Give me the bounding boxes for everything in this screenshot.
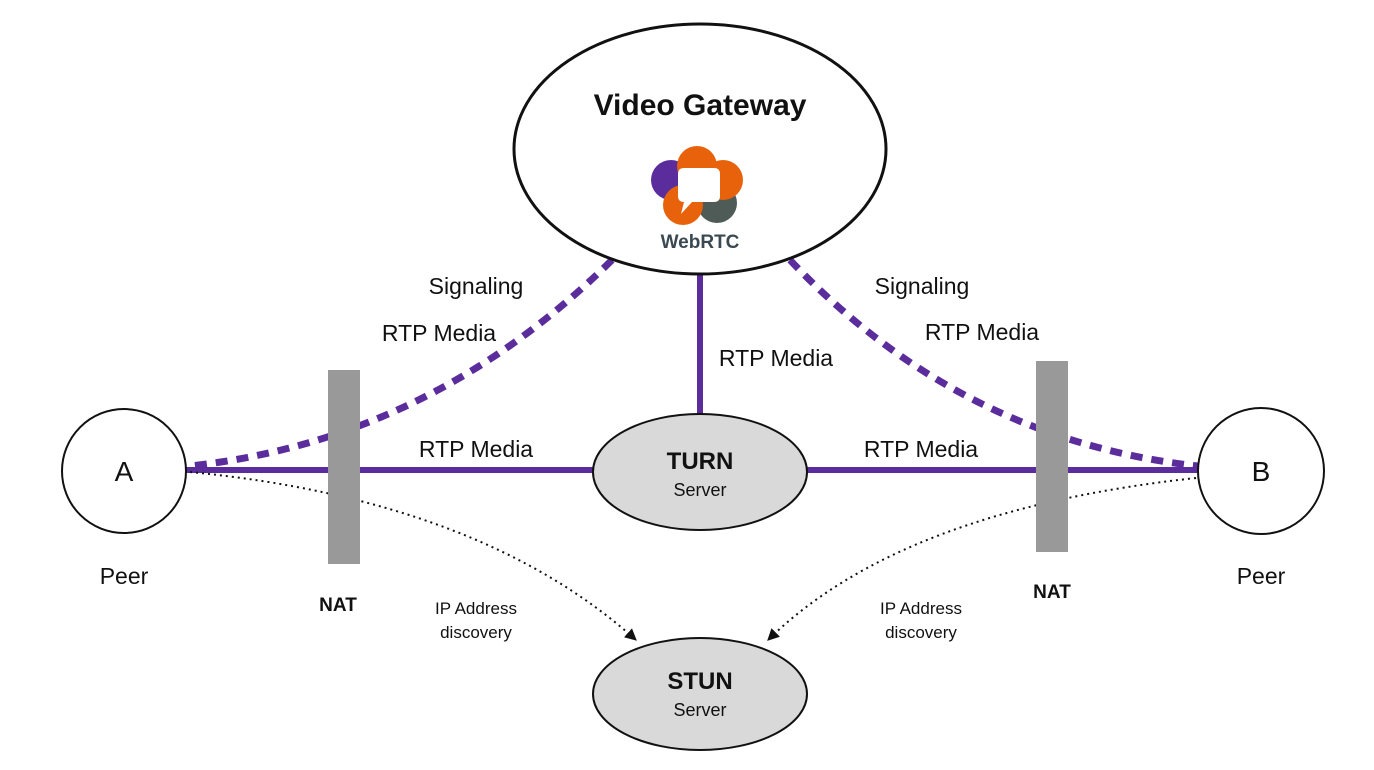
left-rtp-label: RTP Media [419, 436, 533, 462]
left-signaling-label: Signaling [429, 273, 524, 299]
peer-a-letter: A [115, 456, 134, 487]
turn-server-title: TURN [667, 448, 734, 475]
peer-b-node [1197, 407, 1325, 535]
signaling-link-right [787, 257, 1199, 470]
right-discovery-label-line2: discovery [885, 623, 957, 642]
peer-a-node [61, 408, 187, 534]
chat-bubble-icon [678, 168, 720, 214]
nat-right-bar [1036, 361, 1068, 552]
right-rtp-label: RTP Media [864, 436, 978, 462]
discovery-link-right [767, 477, 1197, 641]
stun-server-title: STUN [667, 668, 732, 695]
signaling-link-left [189, 257, 615, 470]
right-signaling-label: Signaling [875, 273, 970, 299]
left-rtp-dashed-label: RTP Media [382, 320, 496, 346]
turn-server-node [592, 413, 808, 531]
peer-a-caption: Peer [100, 563, 149, 589]
right-discovery-label-line1: IP Address [880, 599, 962, 618]
right-rtp-dashed-label: RTP Media [925, 319, 1039, 345]
peer-b-letter: B [1252, 456, 1271, 487]
video-gateway-title: Video Gateway [594, 89, 807, 122]
webrtc-logo-text: WebRTC [661, 232, 740, 253]
webrtc-logo: WebRTC [651, 146, 743, 253]
nat-left-label: NAT [319, 595, 357, 616]
stun-server-subtitle: Server [673, 700, 726, 720]
stun-server-node [592, 637, 808, 751]
nat-right-label: NAT [1033, 582, 1071, 603]
left-discovery-label-line2: discovery [440, 623, 512, 642]
discovery-link-left [189, 471, 637, 641]
nat-left-bar [328, 370, 360, 564]
left-discovery-label-line1: IP Address [435, 599, 517, 618]
peer-b-caption: Peer [1237, 563, 1286, 589]
gateway-turn-rtp-label: RTP Media [719, 345, 833, 371]
turn-server-subtitle: Server [673, 480, 726, 500]
